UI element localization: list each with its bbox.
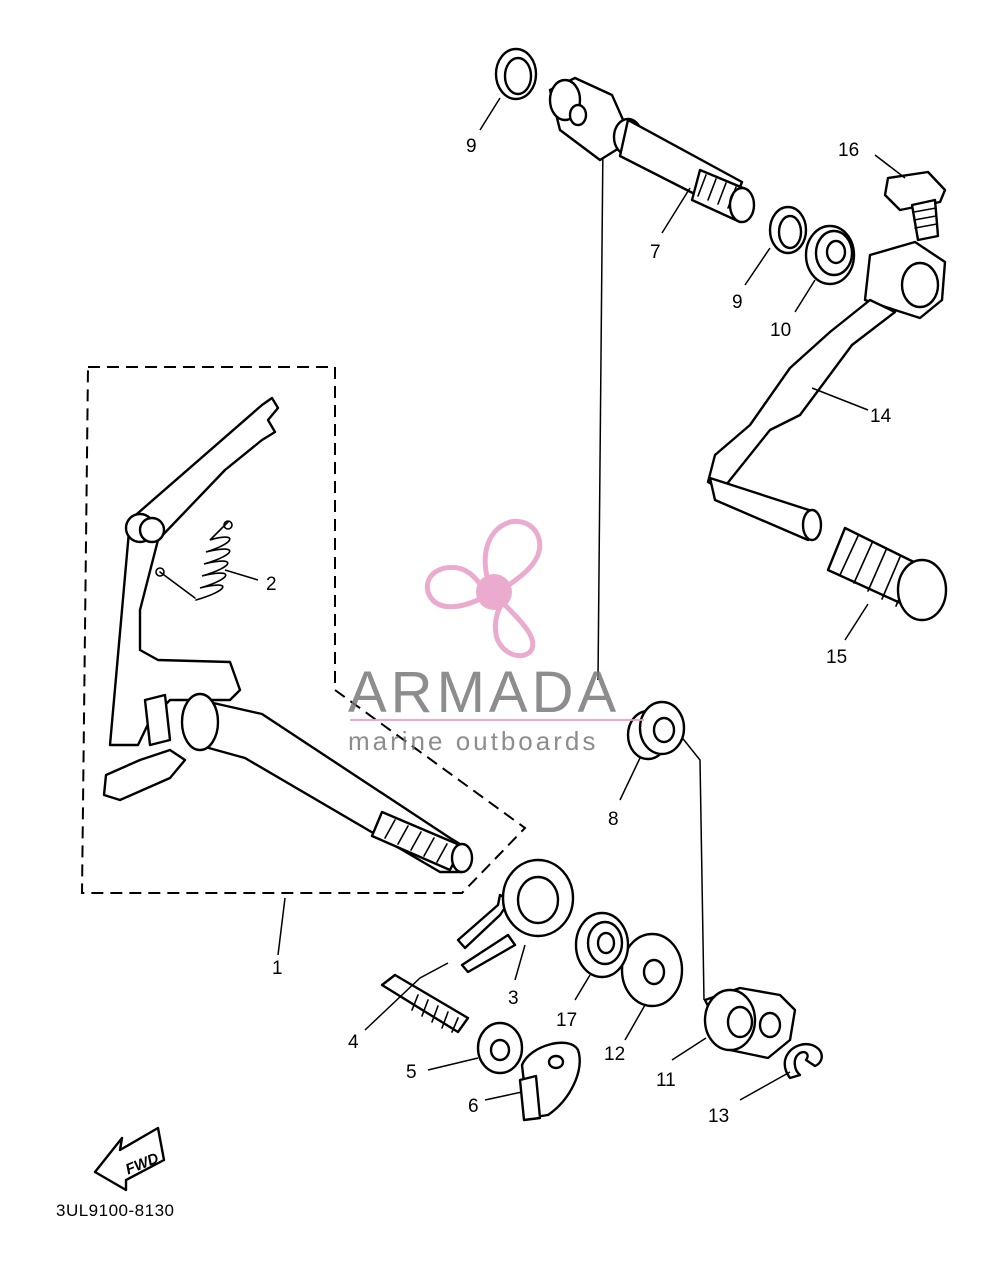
callout-11: 11 — [656, 1070, 676, 1091]
guide-plate — [518, 1041, 581, 1122]
callout-8: 8 — [608, 809, 619, 830]
pedal-bolt — [883, 170, 947, 242]
washer-middle — [768, 205, 808, 255]
circlip — [783, 1042, 823, 1080]
watermark-tagline: marine outboards — [348, 726, 598, 756]
callout-6: 6 — [468, 1096, 479, 1117]
callout-3: 3 — [508, 988, 519, 1009]
callout-leaders — [224, 97, 906, 1101]
assembly-boundary — [80, 366, 527, 894]
callout-17: 17 — [556, 1010, 577, 1031]
propeller-icon — [424, 518, 543, 659]
fwd-arrow: FWD — [93, 1126, 166, 1192]
callout-13: 13 — [708, 1106, 729, 1127]
callout-5: 5 — [406, 1062, 417, 1083]
washer-upper — [494, 47, 538, 101]
return-spring — [155, 520, 233, 601]
callout-14: 14 — [870, 406, 892, 427]
shift-arm — [456, 858, 575, 974]
nut — [476, 1021, 524, 1075]
shift-shaft-assembly — [102, 396, 474, 874]
callout-16: 16 — [838, 140, 859, 161]
watermark: ARMADA marine outboards — [348, 518, 644, 756]
watermark-brand: ARMADA — [348, 660, 620, 725]
pedal-rubber — [826, 526, 948, 622]
callout-9-upper: 9 — [466, 136, 477, 157]
callout-10: 10 — [770, 320, 791, 341]
plain-washer — [620, 932, 684, 1008]
shaft-bushing — [626, 700, 686, 761]
shift-pedal — [706, 240, 947, 542]
stud-bolt — [380, 973, 470, 1034]
lever-clamp — [703, 986, 797, 1060]
callout-9-middle: 9 — [732, 292, 743, 313]
callout-4: 4 — [348, 1032, 359, 1053]
splined-shaft — [548, 76, 756, 224]
drawing-code: 3UL9100-8130 — [56, 1201, 174, 1220]
callout-2: 2 — [266, 574, 277, 595]
callout-7: 7 — [650, 242, 661, 263]
oil-seal — [804, 224, 856, 286]
oil-seal-lower — [574, 911, 630, 979]
callout-12: 12 — [604, 1044, 625, 1065]
callout-15: 15 — [826, 647, 847, 668]
callout-1: 1 — [272, 958, 283, 979]
connection-lines — [597, 139, 705, 1001]
